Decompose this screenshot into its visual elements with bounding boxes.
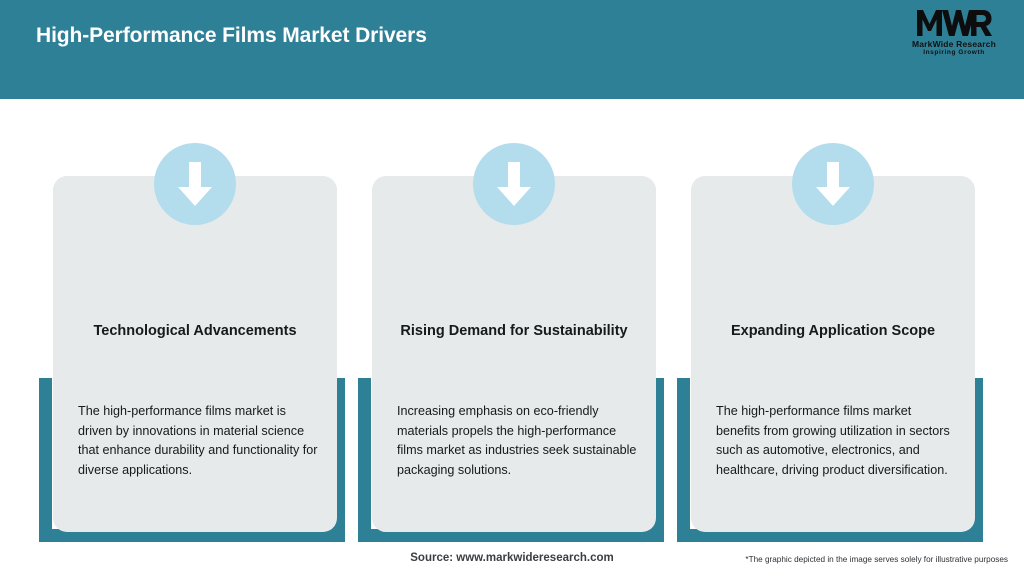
card-title: Rising Demand for Sustainability xyxy=(400,323,628,339)
card-panel: Technological Advancements The high-perf… xyxy=(53,176,337,532)
header-bar: High-Performance Films Market Drivers Ma… xyxy=(0,0,1024,99)
logo-tagline: Inspiring Growth xyxy=(923,49,985,56)
card-panel: Rising Demand for Sustainability Increas… xyxy=(372,176,656,532)
logo-mwr-icon xyxy=(902,8,1006,38)
card-body-text: Increasing emphasis on eco-friendly mate… xyxy=(397,404,637,477)
card-body-text: The high-performance films market benefi… xyxy=(716,404,950,477)
arrow-down-icon xyxy=(154,143,236,225)
arrow-down-icon xyxy=(473,143,555,225)
brand-logo: MarkWide Research Inspiring Growth xyxy=(902,8,1006,62)
driver-card-2[interactable]: Rising Demand for Sustainability Increas… xyxy=(358,99,664,542)
source-label: Source: www.markwideresearch.com xyxy=(410,552,614,564)
card-body-text: The high-performance films market is dri… xyxy=(78,404,318,477)
disclaimer-note: *The graphic depicted in the image serve… xyxy=(745,555,1008,564)
arrow-down-icon xyxy=(792,143,874,225)
drivers-card-group: Technological Advancements The high-perf… xyxy=(0,99,1024,542)
driver-card-1[interactable]: Technological Advancements The high-perf… xyxy=(39,99,345,542)
card-title: Technological Advancements xyxy=(93,323,297,339)
page-title: High-Performance Films Market Drivers xyxy=(36,24,427,47)
card-title: Expanding Application Scope xyxy=(730,323,936,339)
card-panel: Expanding Application Scope The high-per… xyxy=(691,176,975,532)
logo-company-name: MarkWide Research xyxy=(911,39,997,49)
driver-card-3[interactable]: Expanding Application Scope The high-per… xyxy=(677,99,983,542)
